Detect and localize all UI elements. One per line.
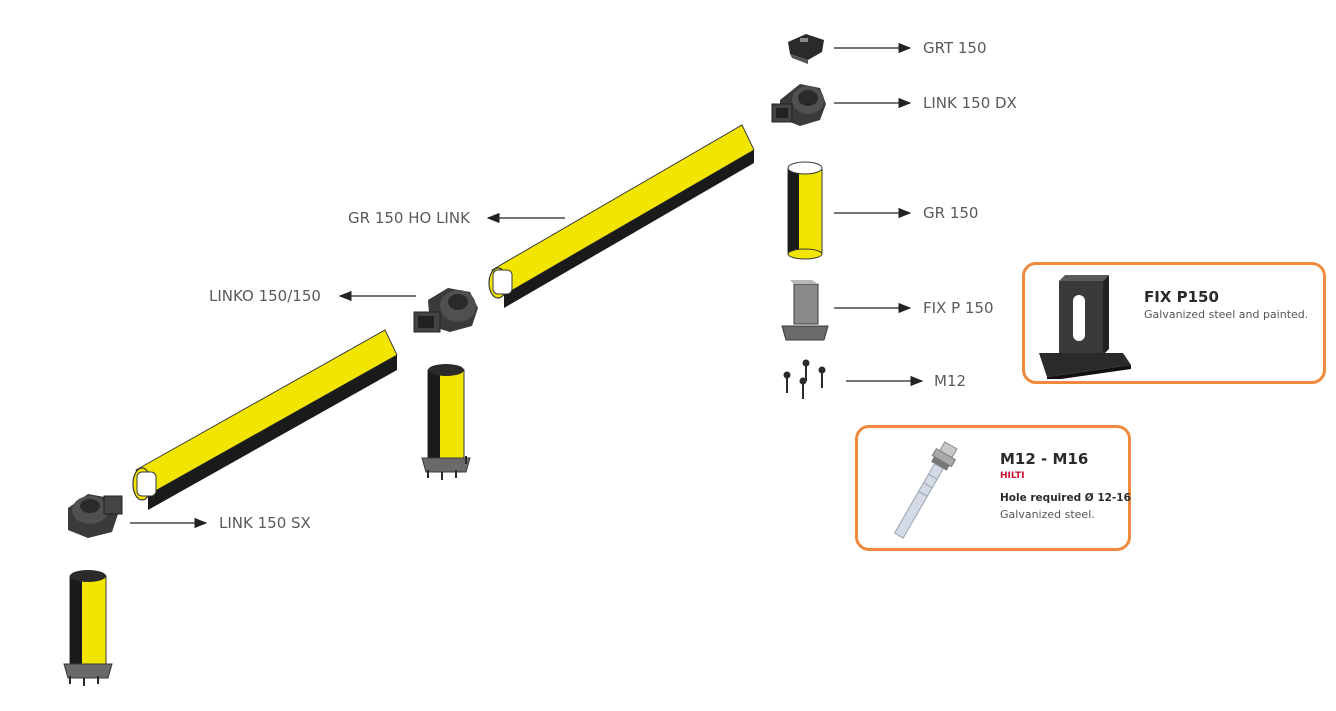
lower-left-post <box>63 570 113 686</box>
anchor-brand: HILTI <box>1000 471 1025 481</box>
link-150-sx-connector <box>68 494 123 538</box>
anchor-hole-required: Hole required Ø 12-16 <box>1000 492 1131 504</box>
leader-arrows <box>130 42 924 529</box>
anchor-title: M12 - M16 <box>1000 450 1089 468</box>
anchor-description: Galvanized steel. <box>1000 508 1095 521</box>
label-gr-150: GR 150 <box>923 204 979 222</box>
label-m12: M12 <box>934 372 967 390</box>
label-fix-p-150: FIX P 150 <box>923 299 994 317</box>
fix-p150-description: Galvanized steel and painted. <box>1144 308 1309 321</box>
m12-bolts <box>783 359 826 399</box>
linko-150-connector <box>413 288 478 333</box>
fix-p150-card: FIX P150 Galvanized steel and painted. <box>1022 262 1326 384</box>
fix-p-150-base <box>781 280 829 341</box>
anchor-bolt-image <box>893 441 958 539</box>
grt-150-cap <box>788 34 824 64</box>
fix-p150-title: FIX P150 <box>1144 288 1219 306</box>
middle-post <box>421 364 471 480</box>
rail-upper <box>488 124 755 308</box>
fix-p150-image <box>1039 275 1131 379</box>
rail-lower <box>132 329 398 510</box>
label-link-150-sx: LINK 150 SX <box>219 514 311 532</box>
link-150-dx-connector <box>771 84 826 126</box>
label-link-150-dx: LINK 150 DX <box>923 94 1017 112</box>
label-linko-150: LINKO 150/150 <box>209 287 321 305</box>
label-gr-150-ho-link: GR 150 HO LINK <box>348 209 470 227</box>
gr-150-post <box>787 161 823 260</box>
label-grt-150: GRT 150 <box>923 39 987 57</box>
anchor-card: M12 - M16 HILTI Hole required Ø 12-16 Ga… <box>855 425 1131 551</box>
